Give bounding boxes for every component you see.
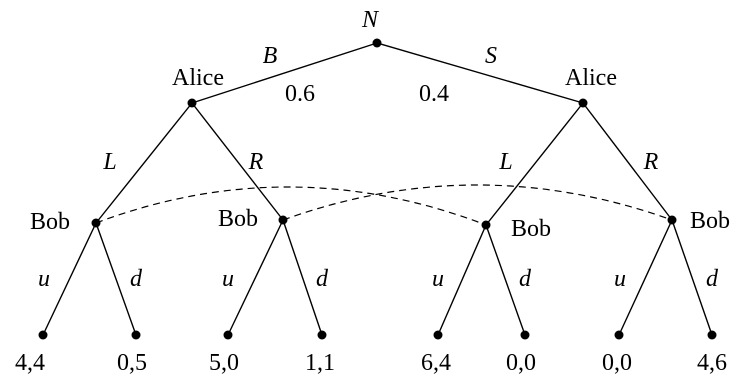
chance-prob-right: 0.4 (419, 81, 449, 107)
payoff-5: 6,4 (421, 350, 451, 376)
leaf-node-8 (707, 330, 717, 340)
bob-label-1: Bob (30, 209, 70, 235)
payoff-4: 1,1 (305, 350, 335, 376)
alice1-move-right: R (248, 149, 264, 175)
edge-bob1-leaf1 (42, 222, 97, 336)
bob3-move-d: d (519, 266, 532, 292)
bob-label-4: Bob (690, 208, 730, 234)
leaf-node-7 (614, 330, 624, 340)
leaf-node-1 (38, 330, 48, 340)
edge-alice1-bob1 (95, 102, 193, 224)
edge-bob2-leaf4 (282, 219, 323, 336)
bob1-move-u: u (38, 266, 50, 292)
bob2-move-u: u (222, 266, 234, 292)
bob-label-3: Bob (511, 216, 551, 242)
alice-label-1: Alice (172, 65, 224, 91)
payoff-3: 5,0 (209, 350, 239, 376)
bob-node-2 (278, 215, 288, 225)
bob-node-4 (667, 215, 677, 225)
payoff-2: 0,5 (117, 350, 147, 376)
alice2-move-left: L (498, 149, 512, 175)
edge-root-alice-right (376, 42, 584, 104)
info-set-arc-1 (95, 186, 487, 226)
bob-node-3 (481, 220, 491, 230)
bob4-move-d: d (706, 266, 719, 292)
chance-action-right: S (485, 43, 497, 69)
bob4-move-u: u (614, 266, 626, 292)
leaf-node-3 (223, 330, 233, 340)
chance-action-left: B (263, 43, 278, 69)
payoff-8: 4,6 (697, 350, 727, 376)
info-set-arc-2 (282, 184, 673, 221)
edge-alice2-bob3 (485, 102, 584, 226)
bob1-move-d: d (130, 266, 143, 292)
leaf-node-6 (520, 330, 530, 340)
payoff-7: 0,0 (602, 350, 632, 376)
chance-prob-left: 0.6 (285, 81, 315, 107)
root-label: N (361, 7, 380, 33)
bob-node-1 (91, 218, 101, 228)
edge-bob4-leaf8 (671, 219, 713, 336)
edge-alice2-bob4 (582, 102, 673, 221)
edge-root-alice-left (191, 42, 378, 104)
edge-bob1-leaf2 (95, 222, 137, 336)
alice-label-2: Alice (565, 65, 617, 91)
edge-alice1-bob2 (191, 102, 284, 221)
bob-label-2: Bob (218, 206, 258, 232)
payoff-1: 4,4 (15, 350, 45, 376)
leaf-node-5 (433, 330, 443, 340)
edge-bob3-leaf6 (485, 224, 526, 336)
payoff-6: 0,0 (506, 350, 536, 376)
leaf-node-4 (317, 330, 327, 340)
alice-node-1 (187, 98, 197, 108)
leaf-node-2 (131, 330, 141, 340)
bob3-move-u: u (432, 266, 444, 292)
edge-bob4-leaf7 (618, 219, 673, 336)
root-node (372, 38, 382, 48)
edge-bob3-leaf5 (437, 224, 487, 336)
alice-node-2 (578, 98, 588, 108)
bob2-move-d: d (316, 266, 329, 292)
alice2-move-right: R (643, 149, 659, 175)
alice1-move-left: L (102, 149, 116, 175)
edge-bob2-leaf3 (227, 219, 284, 336)
